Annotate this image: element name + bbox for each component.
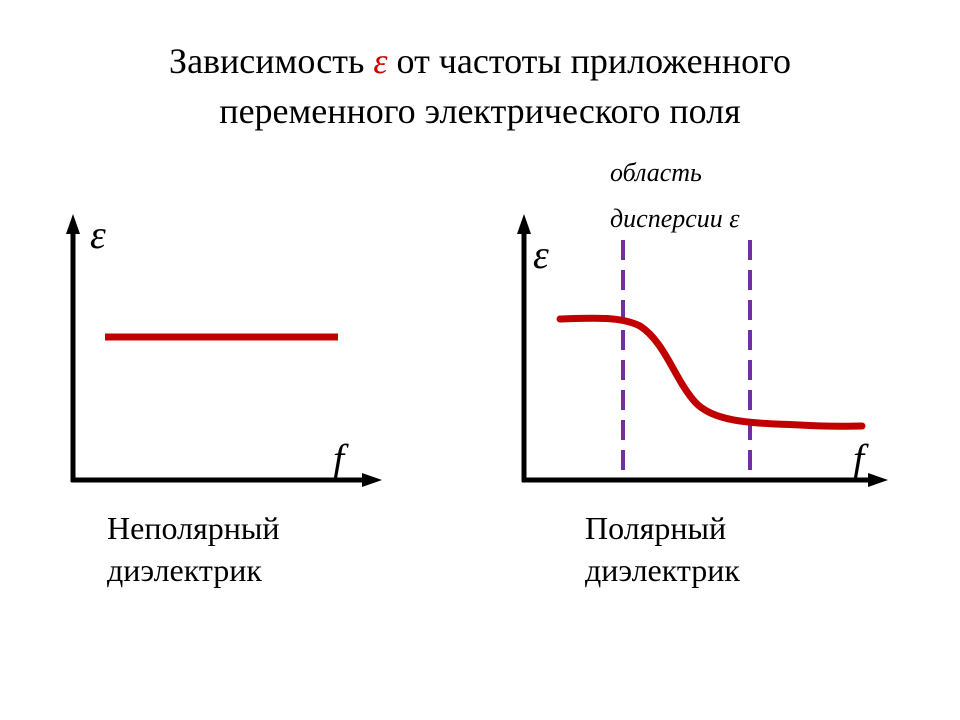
left-caption-line-2: диэлектрик [107,552,262,588]
right-y-label: ε [533,232,549,277]
right-caption: Полярный диэлектрик [585,507,740,591]
page-title: Зависимость ε от частоты приложенного пе… [0,36,960,136]
left-caption-line-1: Неполярный [107,510,280,546]
title-line-1: Зависимость ε от частоты приложенного [0,36,960,86]
left-axes [66,214,382,487]
left-y-label: ε [90,212,106,257]
title-epsilon-symbol: ε [373,41,388,81]
right-x-arrowhead [868,473,888,487]
left-y-arrowhead [66,214,80,234]
left-x-label: f [333,436,349,481]
right-y-arrowhead [517,214,531,234]
left-x-arrowhead [362,473,382,487]
left-caption: Неполярный диэлектрик [107,507,279,591]
title-text-after: от частоты приложенного [387,41,791,81]
dispersion-label-line-1: область [610,158,702,187]
right-caption-line-2: диэлектрик [585,552,740,588]
right-caption-line-1: Полярный [585,510,727,546]
dispersion-label-line-2: дисперсии ε [610,204,740,233]
right-dispersion-curve [556,314,866,430]
dispersion-region-label: область дисперсии ε [610,150,740,242]
title-line-2: переменного электрического поля [219,91,741,131]
title-text-before: Зависимость [169,41,374,81]
right-x-label: f [853,436,869,481]
right-axes [517,214,888,487]
